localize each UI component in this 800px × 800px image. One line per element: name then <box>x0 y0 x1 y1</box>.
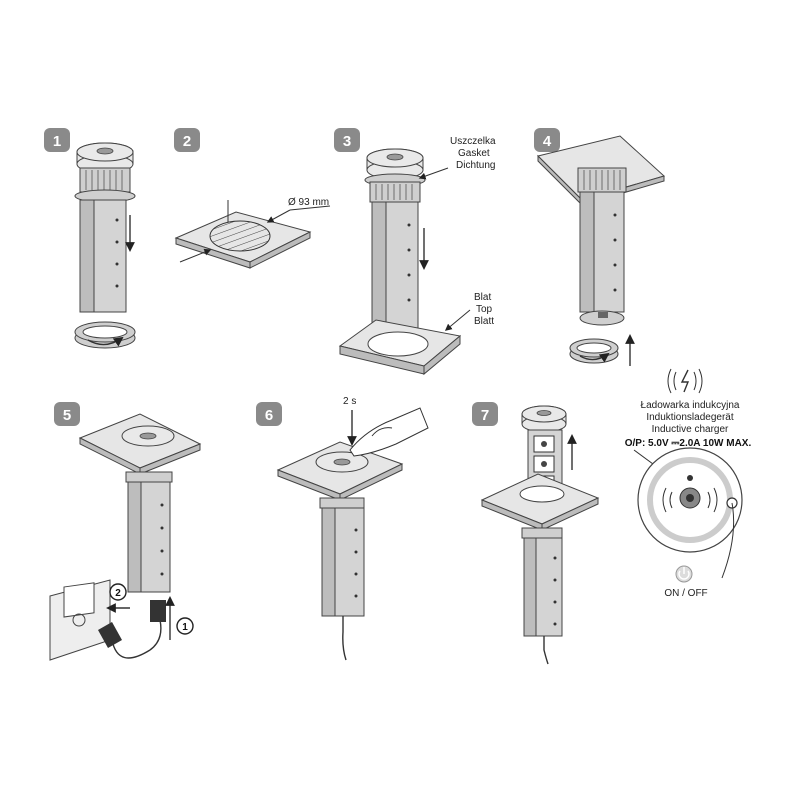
charger-label-en: Inductive charger <box>652 424 729 435</box>
charger-output-spec: O/P: 5.0V ⎓2.0A 10W MAX. <box>625 438 752 449</box>
on-off-label: ON / OFF <box>664 588 707 599</box>
step-2: 2 Ø 93 mm <box>174 128 331 269</box>
fixing-ring <box>569 338 619 364</box>
step-1: 1 <box>44 128 136 349</box>
socket-tube <box>79 199 127 313</box>
step-6: 6 2 s <box>256 396 429 661</box>
step-7-number: 7 <box>481 407 489 424</box>
sub-step-2: 2 <box>109 583 127 601</box>
gasket-label-de: Dichtung <box>456 160 495 171</box>
hole-diameter-label: Ø 93 mm <box>288 197 329 208</box>
step-7-badge: 7 <box>472 402 498 426</box>
socket-tube <box>127 481 171 593</box>
on-off-icon <box>675 565 693 583</box>
press-duration-label: 2 s <box>343 396 356 407</box>
worktop-plate <box>480 473 600 531</box>
switch-pointer <box>721 502 735 579</box>
step-5-badge: 5 <box>54 402 80 426</box>
step-2-badge: 2 <box>174 128 200 152</box>
power-plug <box>98 619 162 659</box>
charger-label-pl: Ładowarka indukcyjna <box>641 400 740 411</box>
indicator-led <box>687 475 693 481</box>
step-7: 7 <box>472 402 600 665</box>
step-3-badge: 3 <box>334 128 360 152</box>
wall-outlet <box>49 579 111 661</box>
socket-tube <box>371 201 419 331</box>
step-3-number: 3 <box>343 133 351 150</box>
rotate-arrow <box>579 352 610 363</box>
gasket-pointer <box>418 167 449 180</box>
power-cable <box>342 616 347 661</box>
fixing-ring <box>74 321 136 349</box>
iec-connector <box>150 600 166 622</box>
socket-tube <box>523 537 563 637</box>
step-5-number: 5 <box>63 407 71 424</box>
pop-up-socket-cap <box>521 405 567 433</box>
step-1-badge: 1 <box>44 128 70 152</box>
svg-text:1: 1 <box>182 622 188 633</box>
top-label-en: Top <box>476 304 493 315</box>
top-label-de: Blatt <box>474 316 494 327</box>
step-5: 5 <box>49 402 202 661</box>
top-label-pl: Blat <box>474 292 491 303</box>
thread-lines <box>85 170 123 190</box>
step-4-number: 4 <box>543 133 552 150</box>
step-6-number: 6 <box>265 407 273 424</box>
top-pointer <box>444 309 471 331</box>
inductive-charger-detail: Ładowarka indukcyjna Induktionsladegerät… <box>625 368 752 599</box>
power-cable <box>543 636 549 665</box>
pop-up-socket-cap <box>76 142 134 174</box>
rotate-arrow <box>87 336 124 347</box>
step-1-number: 1 <box>53 133 61 150</box>
pressing-hand <box>349 407 429 457</box>
charger-label-de: Induktionsladegerät <box>646 412 734 423</box>
worktop-plate <box>338 319 462 376</box>
step-4: 4 <box>534 128 665 366</box>
step-2-number: 2 <box>183 133 191 150</box>
wireless-charging-icon <box>667 368 703 394</box>
charger-top-view <box>637 447 743 553</box>
step-4-badge: 4 <box>534 128 560 152</box>
socket-tube <box>579 191 625 326</box>
step-6-badge: 6 <box>256 402 282 426</box>
sub-step-1: 1 <box>176 617 194 635</box>
svg-text:2: 2 <box>115 588 121 599</box>
gasket-label-pl: Uszczelka <box>450 136 496 147</box>
step-3: 3 <box>334 128 496 376</box>
gasket-label-en: Gasket <box>458 148 490 159</box>
socket-tube <box>321 507 365 617</box>
cut-hole <box>209 220 271 252</box>
